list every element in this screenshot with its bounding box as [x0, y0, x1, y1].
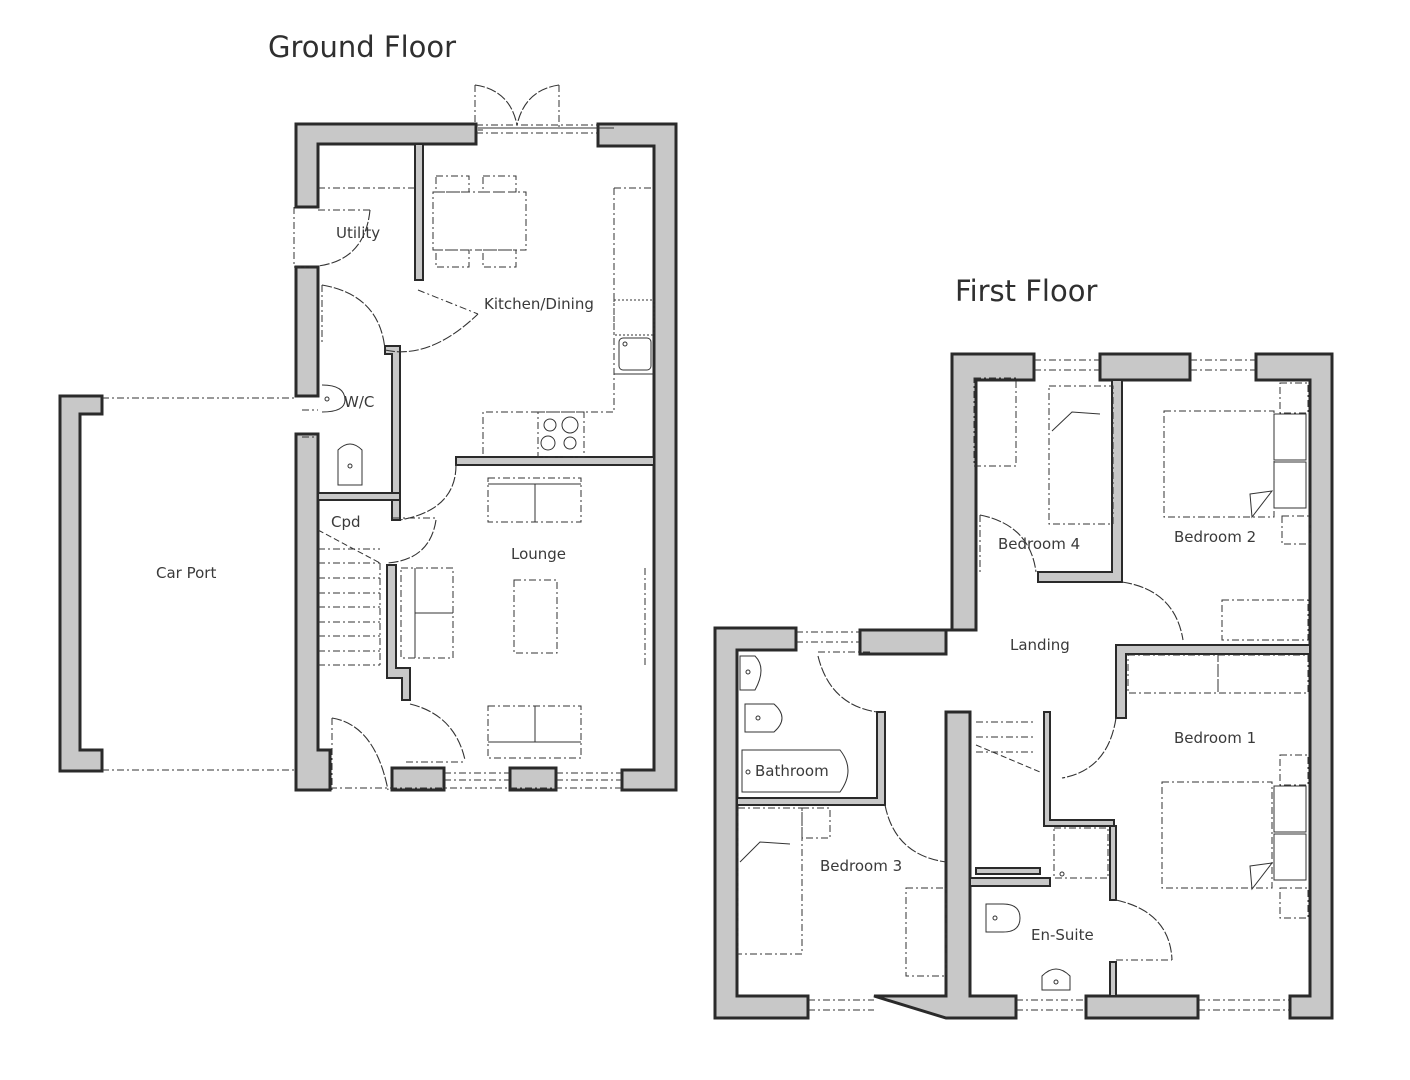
french-doors — [474, 84, 614, 134]
room-label-car-port: Car Port — [156, 564, 217, 582]
first-floor-title: First Floor — [955, 274, 1098, 308]
room-label-en-suite: En-Suite — [1031, 926, 1094, 944]
room-label-landing: Landing — [1010, 636, 1070, 654]
room-label-utility: Utility — [336, 224, 381, 242]
ground-floor-walls — [58, 122, 678, 792]
ground-floor-title: Ground Floor — [268, 30, 457, 64]
room-label-wc: W/C — [344, 393, 375, 411]
room-label-bedroom-4: Bedroom 4 — [998, 535, 1081, 553]
room-label-bathroom: Bathroom — [755, 762, 829, 780]
room-label-bedroom-1: Bedroom 1 — [1174, 729, 1257, 747]
room-label-bedroom-2: Bedroom 2 — [1174, 528, 1257, 546]
room-label-bedroom-3: Bedroom 3 — [820, 857, 903, 875]
ground-stairs — [317, 529, 381, 666]
room-label-lounge: Lounge — [511, 545, 567, 563]
first-floor-walls — [713, 352, 1334, 1020]
room-label-cpd: Cpd — [331, 513, 361, 531]
room-label-kitchen-dining: Kitchen/Dining — [484, 295, 594, 313]
